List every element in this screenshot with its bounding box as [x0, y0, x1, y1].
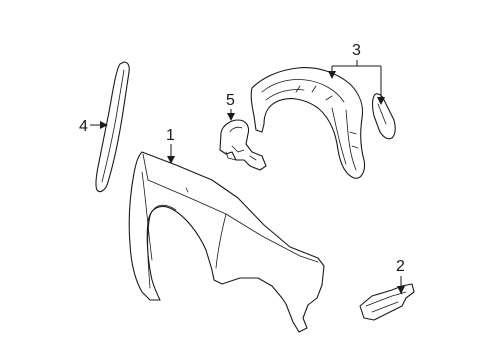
callout-2: 2	[396, 258, 405, 294]
svg-text:5: 5	[226, 92, 235, 109]
callout-1: 1	[166, 127, 175, 164]
part-2-support-bracket[interactable]	[359, 283, 415, 321]
svg-text:3: 3	[352, 42, 361, 59]
callout-3: 3	[328, 42, 385, 105]
svg-text:2: 2	[396, 258, 405, 275]
part-1-front-fender[interactable]	[128, 151, 325, 333]
part-3-inner-fender-liner[interactable]	[250, 67, 366, 179]
part-3-liner-extension[interactable]	[371, 93, 396, 140]
part-4-fender-seal[interactable]	[95, 61, 130, 193]
svg-text:1: 1	[166, 127, 175, 144]
callout-5: 5	[226, 92, 235, 121]
part-5-bracket[interactable]	[219, 119, 267, 171]
callout-4: 4	[79, 118, 108, 135]
svg-text:4: 4	[79, 118, 88, 135]
